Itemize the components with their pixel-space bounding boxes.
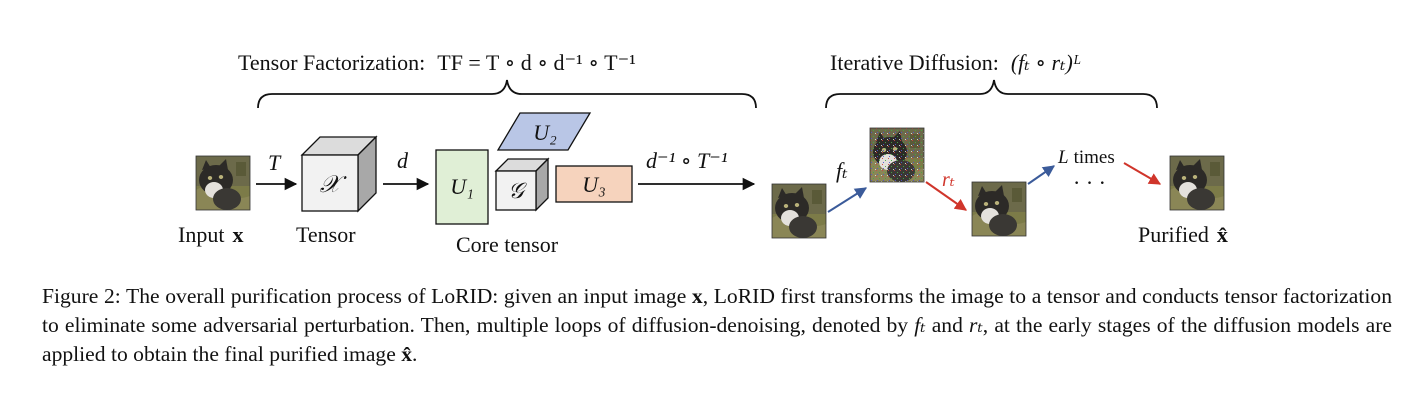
u3-box	[555, 165, 633, 203]
caption-var-f: fₜ	[914, 313, 926, 337]
caption-text-5: .	[411, 342, 418, 366]
id-brace	[825, 79, 1158, 109]
caption-var-x: x	[691, 284, 703, 308]
image-noised	[869, 127, 925, 183]
tf-heading: Tensor Factorization:TF = T ∘ d ∘ d⁻¹ ∘ …	[238, 50, 636, 75]
core-cube: 𝒢	[494, 157, 550, 212]
arrow-rt-2	[1123, 162, 1162, 185]
ft-label: fₜ	[836, 158, 848, 183]
arrow-rt	[925, 181, 967, 211]
pipeline-figure: Tensor Factorization:TF = T ∘ d ∘ d⁻¹ ∘ …	[178, 50, 1228, 257]
u2-label: U₂	[533, 120, 557, 145]
image-purified	[1169, 155, 1225, 211]
input-image	[195, 155, 251, 211]
image-factorized	[771, 183, 827, 239]
caption-var-xhat: x̂	[401, 342, 412, 366]
caption-text-1: The overall purification process of LoRI…	[120, 284, 692, 308]
arrow-inverse-label: d⁻¹ ∘ T⁻¹	[646, 148, 727, 173]
arrow-t-label: T	[268, 150, 282, 175]
core-symbol: 𝒢	[508, 178, 527, 203]
caption-text-2: , LoRID first transforms the image to a …	[42, 284, 1392, 337]
ellipsis: · · ·	[1073, 170, 1106, 195]
arrow-d-label: d	[397, 148, 409, 173]
id-heading: Iterative Diffusion:(fₜ ∘ rₜ)ᴸ	[830, 50, 1082, 75]
caption-text-4: , at the early stages of the diffusion m…	[42, 313, 1392, 366]
u3-label: U₃	[582, 172, 606, 197]
caption-text-3: and	[925, 313, 970, 337]
u1-box	[435, 149, 489, 225]
caption-var-r: rₜ	[969, 313, 983, 337]
rt-label: rₜ	[942, 169, 955, 191]
arrow-ft-2	[1027, 165, 1055, 185]
u2-box	[496, 112, 592, 151]
u1-label: U₁	[450, 174, 474, 199]
figure-caption: Figure 2: The overall purification proce…	[42, 282, 1392, 369]
core-tensor-label: Core tensor	[456, 232, 559, 257]
arrow-ft	[827, 187, 868, 213]
caption-label: Figure 2:	[42, 284, 121, 308]
image-denoised	[971, 181, 1027, 237]
tensor-cube: 𝒳	[300, 135, 378, 213]
tensor-label: Tensor	[296, 222, 356, 247]
tf-brace	[257, 79, 757, 109]
